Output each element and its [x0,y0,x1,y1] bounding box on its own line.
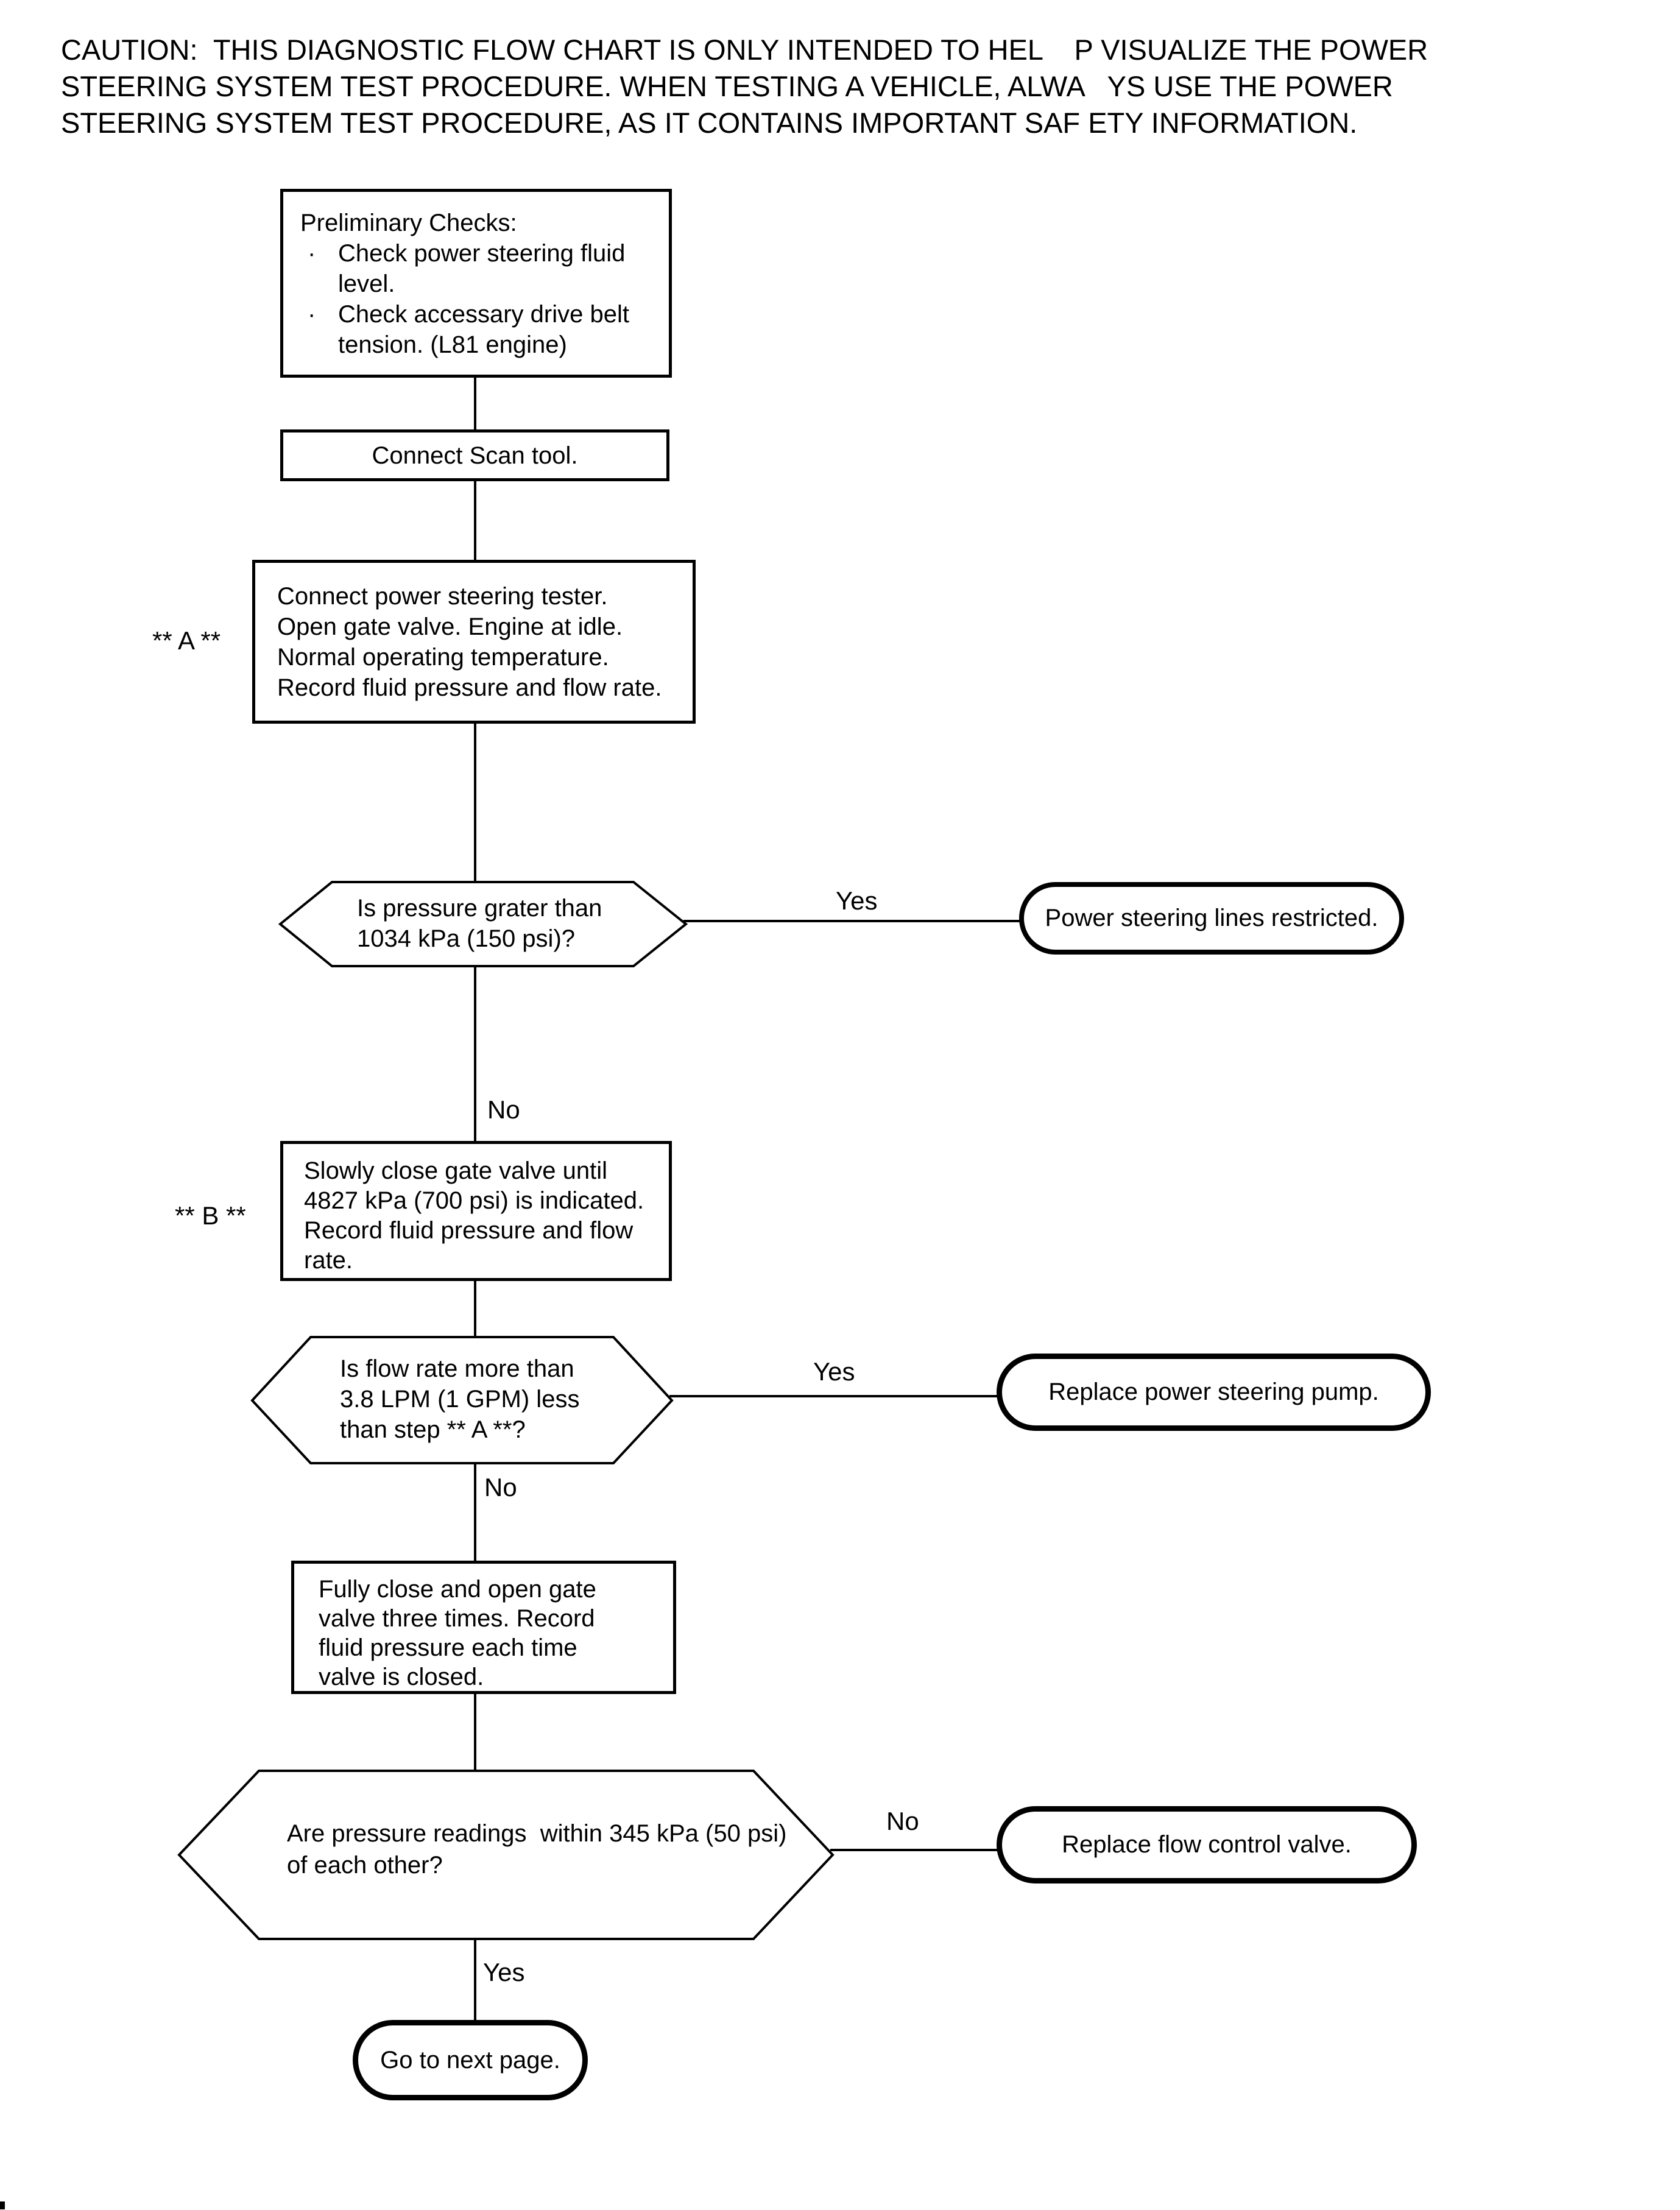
caution-line: STEERING SYSTEM TEST PROCEDURE, AS IT CO… [61,107,1358,139]
bullet-text: Check accessary drive belt tension. (L81… [338,301,629,358]
step-marker-b: ** B ** [175,1201,246,1230]
edge-label-no: No [886,1807,919,1835]
decision-text-readings: Are pressure readings within 345 kPa (50… [287,1820,787,1879]
decision-hexagon-pressure [278,881,688,967]
process-box-preliminary-checks: Preliminary Checks: · Check power steeri… [280,189,672,378]
edge-label-yes: Yes [813,1357,855,1386]
terminal-lines-restricted: Power steering lines restricted. [1019,882,1404,955]
edge-label-yes: Yes [836,886,878,915]
caution-text: CAUTION: THIS DIAGNOSTIC FLOW CHART IS O… [61,32,1657,141]
preliminary-title: Preliminary Checks: [300,210,517,236]
edge-label-no: No [487,1095,520,1124]
process-box-connect-scan-tool: Connect Scan tool. [280,429,669,481]
bullet-dot: · [308,301,316,328]
process-box-close-gate-valve: Slowly close gate valve until 4827 kPa (… [280,1141,672,1281]
bullet-item: · Check power steering fluid level. [300,238,663,299]
process-box-connect-tester: Connect power steering tester. Open gate… [252,560,696,724]
scan-artifact [0,2201,5,2209]
terminal-go-to-next-page: Go to next page. [353,2020,588,2100]
edge-label-yes: Yes [483,1958,525,1986]
terminal-replace-flow-control-valve: Replace flow control valve. [997,1806,1417,1883]
bullet-dot: · [308,240,316,267]
caution-line: STEERING SYSTEM TEST PROCEDURE. WHEN TES… [61,70,1393,102]
edge-label-no: No [484,1473,517,1502]
step-marker-a: ** A ** [152,626,221,655]
bullet-item: · Check accessary drive belt tension. (L… [300,299,663,360]
decision-text-pressure: Is pressure grater than 1034 kPa (150 ps… [357,895,602,952]
bullet-text: Check power steering fluid level. [338,240,626,297]
process-box-cycle-gate-valve: Fully close and open gate valve three ti… [291,1561,676,1694]
decision-hexagon-readings [177,1770,835,1940]
decision-text-flow-rate: Is flow rate more than 3.8 LPM (1 GPM) l… [340,1355,580,1443]
terminal-replace-pump: Replace power steering pump. [997,1354,1431,1431]
connect-scan-text: Connect Scan tool. [372,442,578,469]
caution-line: CAUTION: THIS DIAGNOSTIC FLOW CHART IS O… [61,34,1428,66]
decision-hexagon-flow-rate [250,1336,674,1464]
